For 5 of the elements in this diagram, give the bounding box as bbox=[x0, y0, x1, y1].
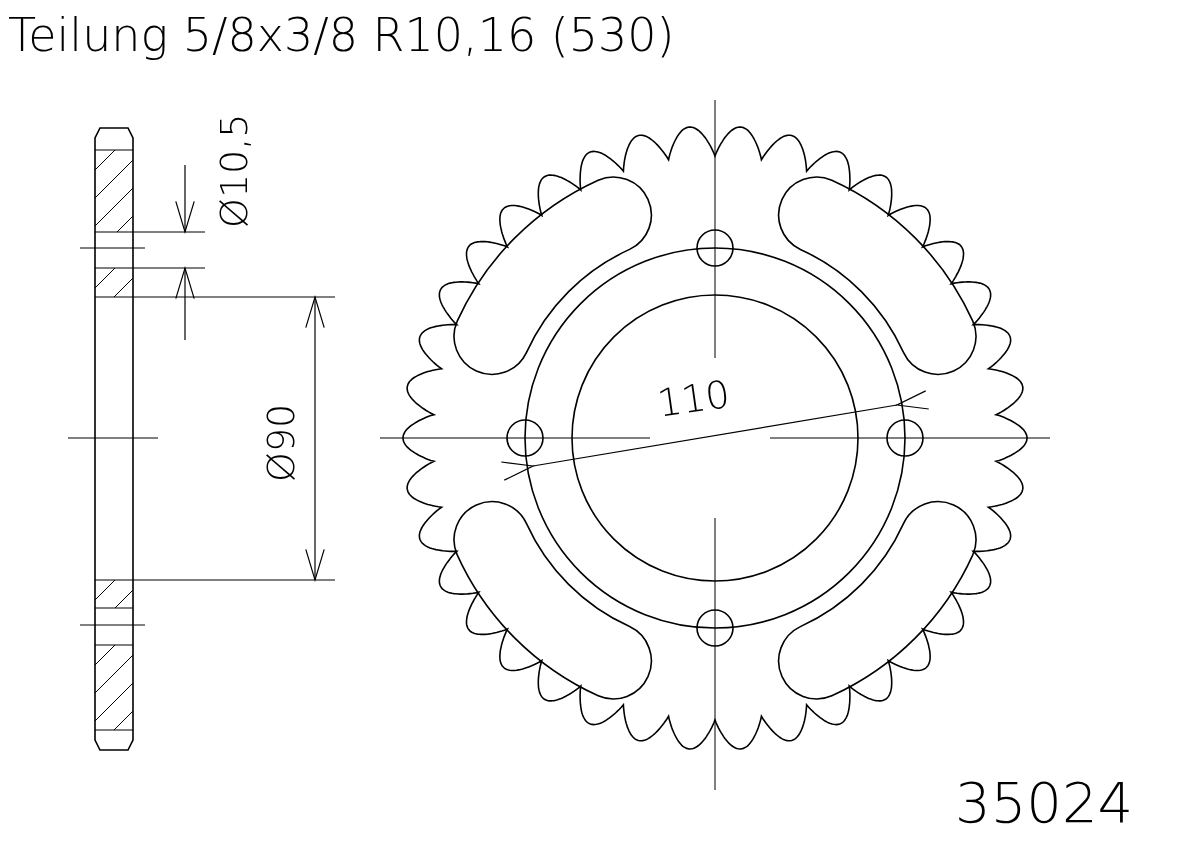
part-number: 35024 bbox=[955, 775, 1134, 831]
dimension-label: Ø10,5 bbox=[215, 113, 253, 228]
dimension-label: 110 bbox=[655, 374, 733, 423]
dimension-label: Ø90 bbox=[262, 403, 300, 482]
title: Teilung 5/8x3/8 R10,16 (530) bbox=[8, 12, 675, 58]
